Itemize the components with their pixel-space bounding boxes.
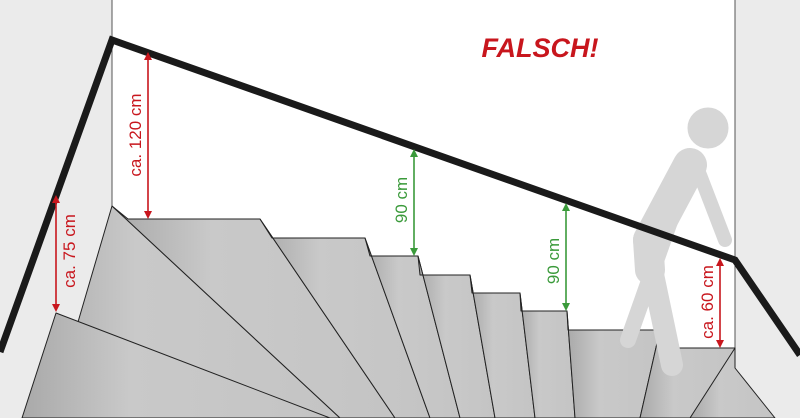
measurement-label: ca. 60 cm (698, 265, 717, 339)
right-side-wall (735, 0, 800, 418)
measurement-90-b: 90 cm (544, 203, 570, 311)
measurement-90-a: 90 cm (392, 149, 418, 256)
person-figure (620, 107, 732, 376)
measurement-75: ca. 75 cm (52, 195, 79, 312)
step (689, 347, 776, 418)
step (21, 312, 331, 418)
measurement-label: ca. 75 cm (60, 214, 79, 288)
measurement-label: 90 cm (544, 238, 563, 284)
person-head (687, 107, 729, 149)
diagram-title: FALSCH! (482, 33, 599, 63)
measurement-120: ca. 120 cm (126, 52, 152, 219)
measurement-label: ca. 120 cm (126, 93, 145, 176)
measurement-60: ca. 60 cm (698, 258, 724, 348)
measurement-label: 90 cm (392, 177, 411, 223)
